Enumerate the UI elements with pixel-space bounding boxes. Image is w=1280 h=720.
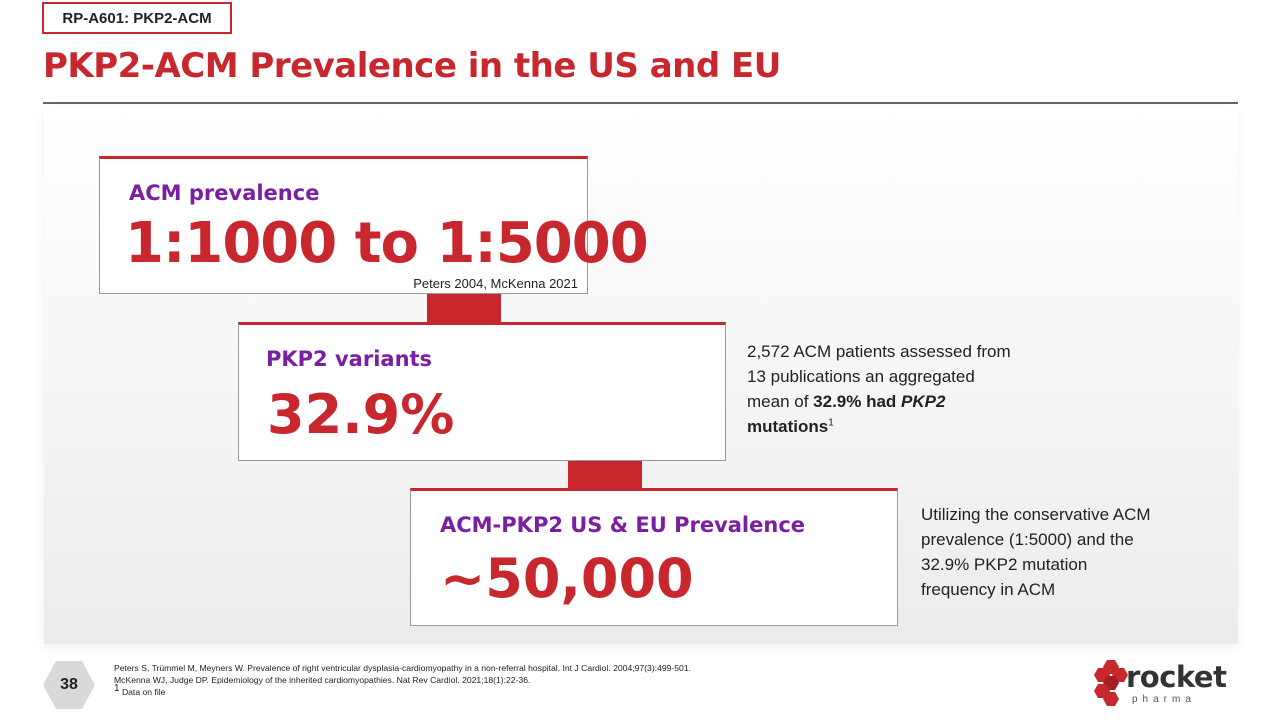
card-value: 1:1000 to 1:5000 — [125, 211, 649, 276]
reference-item: 1 Data on file — [114, 683, 691, 698]
card-value: ~50,000 — [440, 547, 694, 610]
reference-text: Data on file — [119, 687, 166, 697]
note-line: prevalence (1:5000) and the — [921, 530, 1134, 549]
card-label: ACM-PKP2 US & EU Prevalence — [440, 513, 806, 537]
note-text: mean of — [747, 392, 814, 411]
note-line: Utilizing the conservative ACM — [921, 505, 1151, 524]
section-tag: RP-A601: PKP2-ACM — [42, 2, 232, 34]
acm-pkp2-prevalence-card: ACM-PKP2 US & EU Prevalence ~50,000 — [410, 488, 898, 626]
note-italic-text: PKP2 — [901, 392, 946, 411]
title-divider — [43, 102, 1238, 104]
hexagon-icon — [43, 661, 95, 709]
references: Peters S, Trümmel M, Meyners W. Prevalen… — [114, 662, 691, 698]
rocket-logo: rocket pharma — [1092, 656, 1232, 712]
reference-item: McKenna WJ, Judge DP. Epidemiology of th… — [114, 675, 531, 685]
prevalence-note: Utilizing the conservative ACM prevalenc… — [921, 502, 1211, 602]
card-value: 32.9% — [267, 383, 455, 446]
note-bold-text: 32.9% had — [813, 392, 902, 411]
page-title: PKP2-ACM Prevalence in the US and EU — [43, 46, 781, 86]
rocket-logo-icon — [1094, 660, 1128, 706]
footnote-marker: 1 — [828, 417, 834, 429]
logo-subtext: pharma — [1132, 694, 1196, 705]
note-line: 13 publications an aggregated — [747, 367, 975, 386]
note-line: mean of 32.9% had PKP2 — [747, 389, 1067, 414]
logo-wordmark: rocket — [1126, 660, 1227, 694]
card-source: Peters 2004, McKenna 2021 — [413, 276, 578, 291]
page-number-badge: 38 — [42, 660, 96, 710]
acm-prevalence-card: ACM prevalence 1:1000 to 1:5000 Peters 2… — [99, 156, 649, 294]
pkp2-variants-note: 2,572 ACM patients assessed from 13 publ… — [747, 339, 1067, 439]
note-line: 32.9% PKP2 mutation — [921, 555, 1088, 574]
footnote-marker: 1 — [114, 683, 120, 695]
note-line: mutations1 — [747, 414, 1067, 439]
note-line: frequency in ACM — [921, 580, 1056, 599]
note-line: 2,572 ACM patients assessed from — [747, 342, 1011, 361]
card-label: PKP2 variants — [266, 347, 433, 371]
page-number: 38 — [60, 676, 78, 693]
pkp2-variants-card: PKP2 variants 32.9% — [238, 322, 726, 461]
card-label: ACM prevalence — [129, 181, 320, 205]
note-bold-text: mutations — [747, 417, 829, 436]
reference-item: Peters S, Trümmel M, Meyners W. Prevalen… — [114, 663, 691, 673]
